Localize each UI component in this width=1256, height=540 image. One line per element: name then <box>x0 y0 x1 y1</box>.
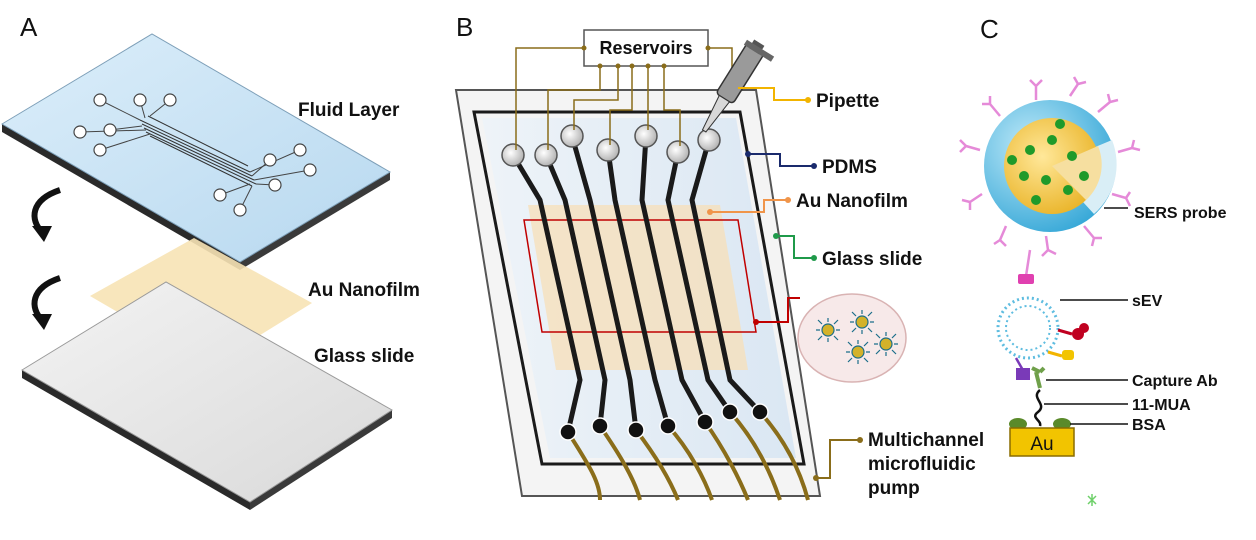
pdms-leader <box>748 153 812 167</box>
inlet-ports <box>501 124 721 167</box>
pipette-label: Pipette <box>816 91 879 112</box>
pdms-label: PDMS <box>822 157 877 178</box>
fluid-layer-label: Fluid Layer <box>298 100 400 121</box>
sev-label: sEV <box>1132 293 1163 310</box>
au-substrate <box>1009 427 1075 457</box>
down-arrow-1 <box>31 187 62 242</box>
bsa-blobs <box>1009 418 1071 430</box>
reservoirs-label: Reservoirs <box>599 38 692 58</box>
glass-slide-label-a: Glass slide <box>314 346 414 367</box>
panel-c-letter: C <box>980 14 999 44</box>
mua-label: 11-MUA <box>1132 397 1191 414</box>
detail-leader <box>756 297 800 323</box>
pump-label-line3: pump <box>868 478 920 499</box>
au-nanofilm-label-a: Au Nanofilm <box>308 280 420 301</box>
mua-linker <box>1034 389 1043 427</box>
detail-bubble <box>797 293 907 383</box>
sev-particles-icon <box>816 310 898 364</box>
outlet-ports <box>559 403 769 441</box>
glass-slide <box>21 281 393 510</box>
pump-label-line1: Multichannel <box>868 430 984 451</box>
sparkle-mark <box>1087 494 1097 506</box>
pump-label-line2: microfluidic <box>868 454 976 475</box>
bsa-label: BSA <box>1132 417 1166 434</box>
au-nanofilm-region <box>528 205 748 370</box>
detail-box <box>523 219 757 333</box>
probe-linker <box>1018 249 1034 284</box>
sev-vesicle-icon <box>996 296 1089 373</box>
au-leader <box>710 199 786 213</box>
panel-a-letter: A <box>20 12 38 42</box>
pipette-leader <box>738 87 806 101</box>
glass-leader <box>776 235 812 259</box>
sers-probe-icon <box>959 76 1141 257</box>
glass-slide-label-b: Glass slide <box>822 249 922 270</box>
au-nanofilm-label-b: Au Nanofilm <box>796 191 908 212</box>
down-arrow-2 <box>31 275 62 330</box>
capture-ab-label: Capture Ab <box>1132 373 1218 390</box>
pipette-icon <box>701 39 775 133</box>
panel-b-letter: B <box>456 12 473 42</box>
microchannels <box>510 135 762 433</box>
au-substrate-label: Au <box>1030 434 1053 455</box>
fluid-layer-slide <box>1 33 391 270</box>
pump-leader <box>816 439 858 479</box>
sers-probe-label: SERS probe <box>1134 205 1227 222</box>
outlet-tubes <box>566 410 810 501</box>
capture-ab-icon <box>1016 366 1046 389</box>
reservoir-leaders <box>515 47 733 150</box>
